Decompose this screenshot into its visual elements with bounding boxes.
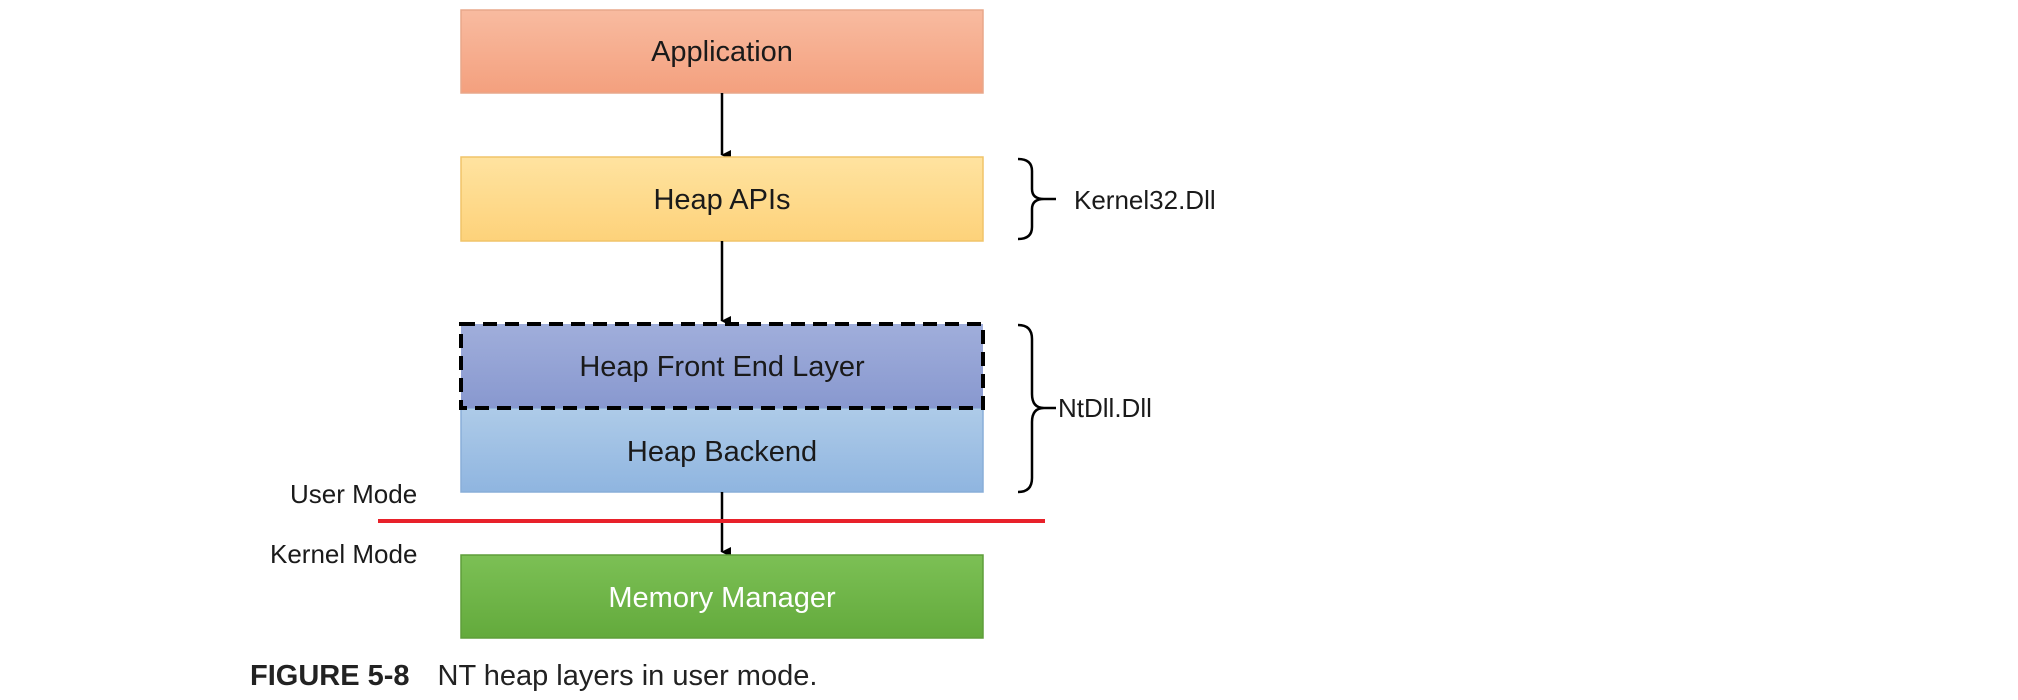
kernel32-brace: Kernel32.Dll bbox=[1017, 157, 1216, 241]
figure-caption: FIGURE 5-8 NT heap layers in user mode. bbox=[250, 660, 817, 693]
application-label: Application bbox=[651, 36, 793, 68]
figure-label: FIGURE 5-8 bbox=[250, 660, 410, 692]
heap-front-end-label: Heap Front End Layer bbox=[579, 351, 865, 383]
heap-backend-box: Heap Backend bbox=[460, 407, 984, 493]
figure-caption-text: NT heap layers in user mode. bbox=[437, 660, 818, 692]
heap-backend-label: Heap Backend bbox=[627, 436, 817, 468]
ntdll-brace: NtDll.Dll bbox=[1017, 323, 1152, 494]
ntdll-label: NtDll.Dll bbox=[1058, 393, 1152, 423]
application-box: Application bbox=[460, 9, 984, 94]
heap-apis-box: Heap APIs bbox=[460, 156, 984, 242]
heap-front-end-box: Heap Front End Layer bbox=[459, 322, 985, 410]
kernel-mode-label: Kernel Mode bbox=[270, 539, 417, 569]
heap-apis-label: Heap APIs bbox=[653, 184, 790, 216]
memory-manager-box: Memory Manager bbox=[460, 554, 984, 639]
memory-manager-label: Memory Manager bbox=[608, 582, 836, 614]
kernel32-label: Kernel32.Dll bbox=[1074, 185, 1216, 215]
user-mode-label: User Mode bbox=[290, 479, 417, 509]
